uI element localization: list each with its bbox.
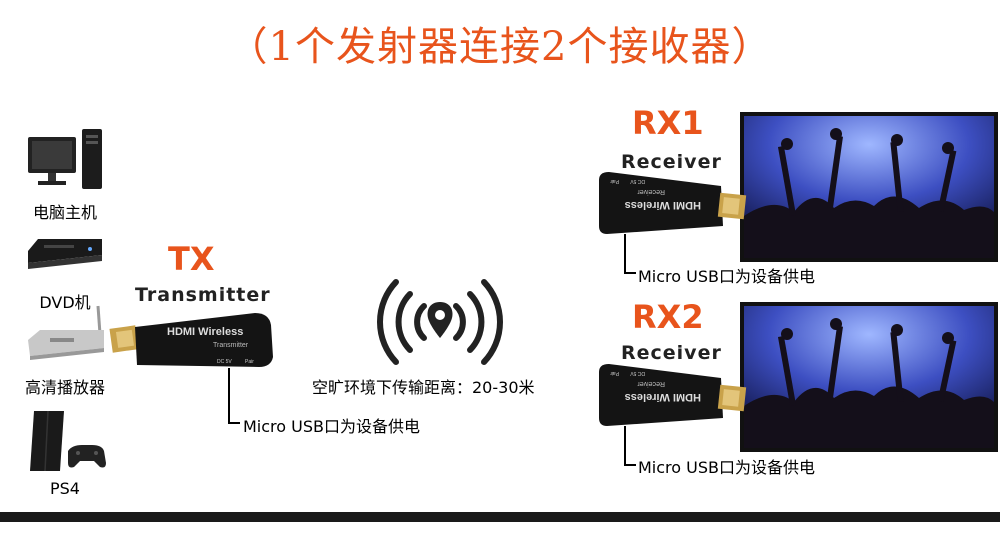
rx2-port-left: DC 5V [630, 370, 645, 376]
tx-port-right: Pair [245, 359, 254, 365]
rx1-body-text: HDMI Wireless [625, 199, 701, 211]
tx-body-sub: Transmitter [213, 342, 249, 349]
hd-player-icon [20, 300, 110, 370]
tx-label: TX [168, 240, 215, 278]
tx-power-line [228, 368, 240, 424]
page-title: （1个发射器连接2个接收器） [0, 14, 1000, 72]
rx1-body-sub: Receiver [637, 188, 665, 195]
dvd-player-icon [20, 215, 110, 285]
receiver-label: Receiver [621, 342, 722, 364]
rx2-power-text: Micro USB口为设备供电 [638, 454, 815, 478]
source-ps4: PS4 [10, 405, 120, 498]
rx1-port-left: DC 5V [630, 178, 645, 184]
transmitter-label: Transmitter [135, 284, 271, 306]
rx2-body-sub: Receiver [637, 380, 665, 387]
bottom-divider [0, 512, 1000, 522]
source-hd-player: 高清播放器 [10, 300, 120, 398]
game-console-icon [20, 405, 110, 475]
concert-image [744, 306, 994, 448]
concert-image [744, 116, 994, 258]
desktop-computer-icon [20, 125, 110, 195]
tx-port-left: DC 5V [217, 359, 232, 365]
rx1-power-text: Micro USB口为设备供电 [638, 263, 815, 287]
display-screen [740, 302, 998, 452]
tx-body-text: HDMI Wireless [167, 326, 243, 338]
source-label: PS4 [10, 479, 120, 498]
rx1-port-right: Pair [610, 178, 619, 184]
distance-text: 空旷环境下传输距离：20-30米 [312, 374, 535, 398]
wireless-signal-icon [370, 272, 510, 372]
display-screen [740, 112, 998, 262]
transmitter-device: HDMI Wireless Transmitter DC 5V Pair [105, 305, 275, 375]
receiver-device: HDMI Wireless Receiver DC 5V Pair [595, 362, 755, 432]
source-desktop: 电脑主机 [10, 125, 120, 223]
rx2-label: RX2 [632, 298, 704, 336]
source-dvd: DVD机 [10, 215, 120, 313]
tx-power-text: Micro USB口为设备供电 [243, 413, 420, 437]
rx2-power-line [624, 426, 636, 466]
rx1-label: RX1 [632, 104, 704, 142]
receiver-device: HDMI Wireless Receiver DC 5V Pair [595, 170, 755, 240]
rx2-port-right: Pair [610, 370, 619, 376]
rx2-body-text: HDMI Wireless [625, 391, 701, 403]
source-label: 高清播放器 [10, 374, 120, 398]
rx1-power-line [624, 234, 636, 274]
